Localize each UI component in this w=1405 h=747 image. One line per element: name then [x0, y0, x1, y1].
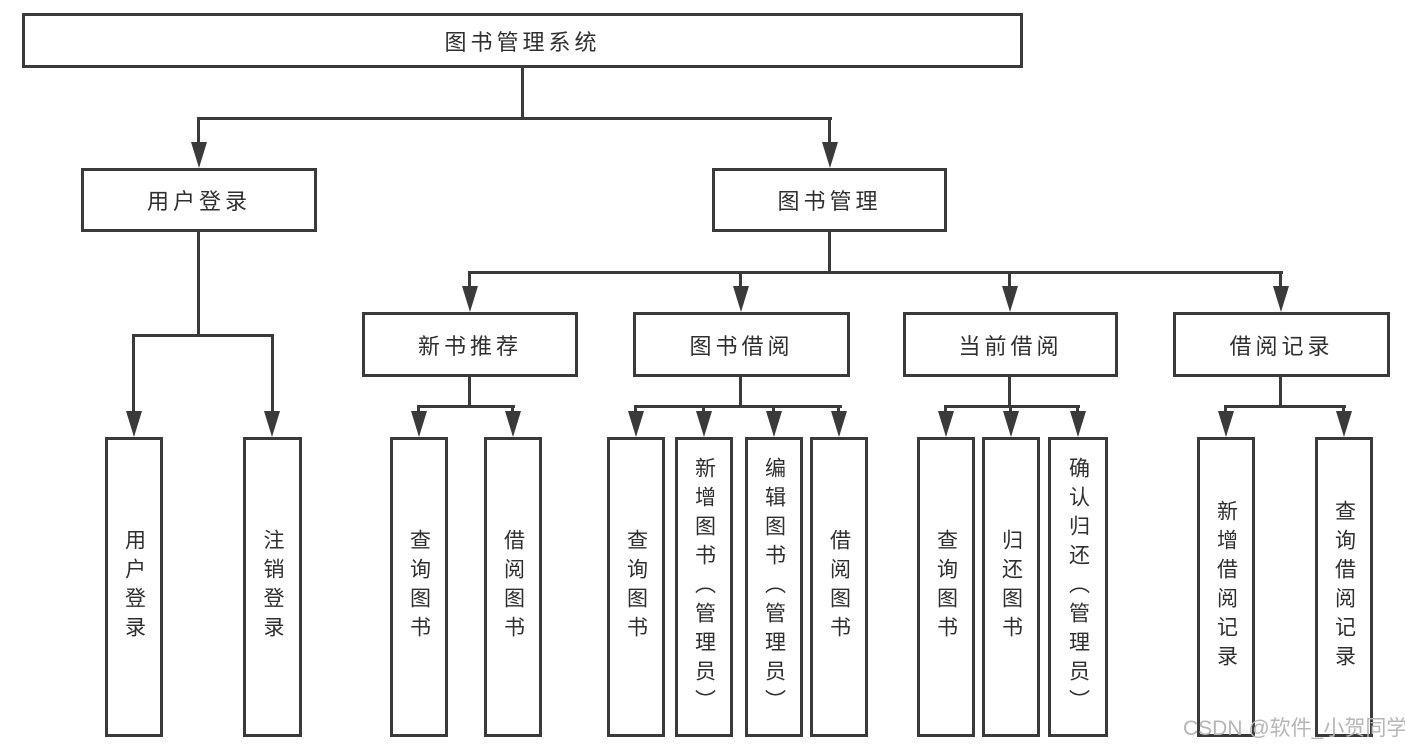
- connector-line: [468, 271, 1283, 274]
- connector-line: [521, 68, 524, 118]
- leaf-current-query-books: 查询图书: [917, 437, 975, 737]
- connector-arrowhead: [462, 286, 478, 312]
- connector-line: [197, 232, 200, 336]
- node-user-login-label: 用户登录: [146, 189, 251, 214]
- watermark-text: CSDN @软件_小贺同学: [1183, 717, 1405, 740]
- leaf-label: 新增借阅记录: [1214, 500, 1238, 674]
- connector-line: [828, 232, 831, 273]
- leaf-records-query-borrow-record: 查询借阅记录: [1315, 437, 1373, 737]
- connector-line: [417, 405, 515, 408]
- leaf-label: 编辑图书（管理员）: [762, 456, 786, 718]
- connector-line: [1009, 405, 1012, 415]
- connector-line: [132, 334, 274, 337]
- connector-line: [1279, 377, 1282, 407]
- leaf-label: 查询图书: [624, 529, 648, 645]
- leaf-borrow-add-books-admin: 新增图书（管理员）: [675, 437, 733, 737]
- connector-line: [1008, 377, 1011, 407]
- connector-line: [634, 405, 842, 408]
- connector-line: [634, 405, 637, 415]
- connector-arrowhead: [766, 411, 782, 437]
- connector-line: [1008, 271, 1011, 289]
- connector-arrowhead: [1336, 411, 1352, 437]
- leaf-current-confirm-return-admin: 确认归还（管理员）: [1048, 437, 1108, 737]
- leaf-borrow-query-books: 查询图书: [607, 437, 665, 737]
- connector-line: [702, 405, 705, 415]
- connector-line: [132, 334, 135, 414]
- node-current-borrow: 当前借阅: [903, 312, 1118, 377]
- leaf-records-add-borrow-record: 新增借阅记录: [1197, 437, 1255, 737]
- connector-line: [468, 377, 471, 407]
- connector-line: [828, 117, 831, 145]
- node-borrow-records-label: 借阅记录: [1229, 333, 1334, 359]
- leaf-borrow-edit-books-admin: 编辑图书（管理员）: [745, 437, 803, 737]
- connector-line: [1224, 405, 1346, 408]
- node-borrow-records: 借阅记录: [1173, 312, 1390, 377]
- connector-arrowhead: [191, 142, 207, 168]
- connector-line: [837, 405, 840, 415]
- leaf-label: 归还图书: [999, 529, 1023, 645]
- node-book-management-label: 图书管理: [777, 189, 882, 214]
- connector-line: [417, 405, 420, 415]
- connector-line: [739, 377, 742, 407]
- connector-line: [468, 271, 471, 289]
- connector-arrowhead: [733, 286, 749, 312]
- leaf-label: 借阅图书: [827, 529, 851, 645]
- node-new-book-recommend: 新书推荐: [362, 312, 578, 377]
- leaf-user-login: 用户登录: [105, 437, 163, 737]
- leaf-label: 查询借阅记录: [1332, 500, 1356, 674]
- connector-arrowhead: [938, 411, 954, 437]
- connector-arrowhead: [505, 411, 521, 437]
- connector-arrowhead: [822, 142, 838, 168]
- leaf-current-return-books: 归还图书: [982, 437, 1040, 737]
- connector-arrowhead: [126, 411, 142, 437]
- connector-line: [197, 117, 200, 145]
- connector-line: [944, 405, 947, 415]
- connector-line: [1224, 405, 1227, 415]
- node-user-login: 用户登录: [81, 168, 317, 232]
- connector-arrowhead: [411, 411, 427, 437]
- node-current-borrow-label: 当前借阅: [958, 333, 1063, 359]
- connector-arrowhead: [1002, 286, 1018, 312]
- node-book-borrow-label: 图书借阅: [689, 333, 794, 359]
- node-book-borrow: 图书借阅: [633, 312, 850, 377]
- connector-line: [197, 117, 832, 120]
- connector-arrowhead: [628, 411, 644, 437]
- connector-arrowhead: [264, 411, 280, 437]
- leaf-newbook-borrow-books: 借阅图书: [484, 437, 542, 737]
- connector-line: [1076, 405, 1079, 415]
- leaf-newbook-query-books: 查询图书: [390, 437, 448, 737]
- leaf-label: 确认归还（管理员）: [1066, 456, 1090, 718]
- connector-line: [772, 405, 775, 415]
- leaf-label: 新增图书（管理员）: [692, 456, 716, 718]
- connector-arrowhead: [1070, 411, 1086, 437]
- leaf-logout-login: 注销登录: [243, 437, 302, 737]
- connector-line: [1279, 271, 1282, 289]
- node-root-label: 图书管理系统: [444, 29, 601, 55]
- node-new-book-recommend-label: 新书推荐: [417, 333, 522, 359]
- node-book-management: 图书管理: [712, 168, 947, 232]
- connector-line: [511, 405, 514, 415]
- leaf-label: 用户登录: [122, 529, 146, 645]
- connector-arrowhead: [1218, 411, 1234, 437]
- leaf-borrow-borrow-books: 借阅图书: [810, 437, 868, 737]
- leaf-label: 查询图书: [934, 529, 958, 645]
- node-root: 图书管理系统: [22, 13, 1023, 68]
- connector-arrowhead: [696, 411, 712, 437]
- connector-arrowhead: [831, 411, 847, 437]
- leaf-label: 注销登录: [261, 529, 284, 645]
- connector-arrowhead: [1003, 411, 1019, 437]
- connector-line: [944, 405, 1080, 408]
- connector-line: [1342, 405, 1345, 415]
- leaf-label: 查询图书: [407, 529, 431, 645]
- connector-line: [271, 334, 274, 414]
- connector-arrowhead: [1273, 286, 1289, 312]
- leaf-label: 借阅图书: [501, 529, 525, 645]
- connector-line: [739, 271, 742, 289]
